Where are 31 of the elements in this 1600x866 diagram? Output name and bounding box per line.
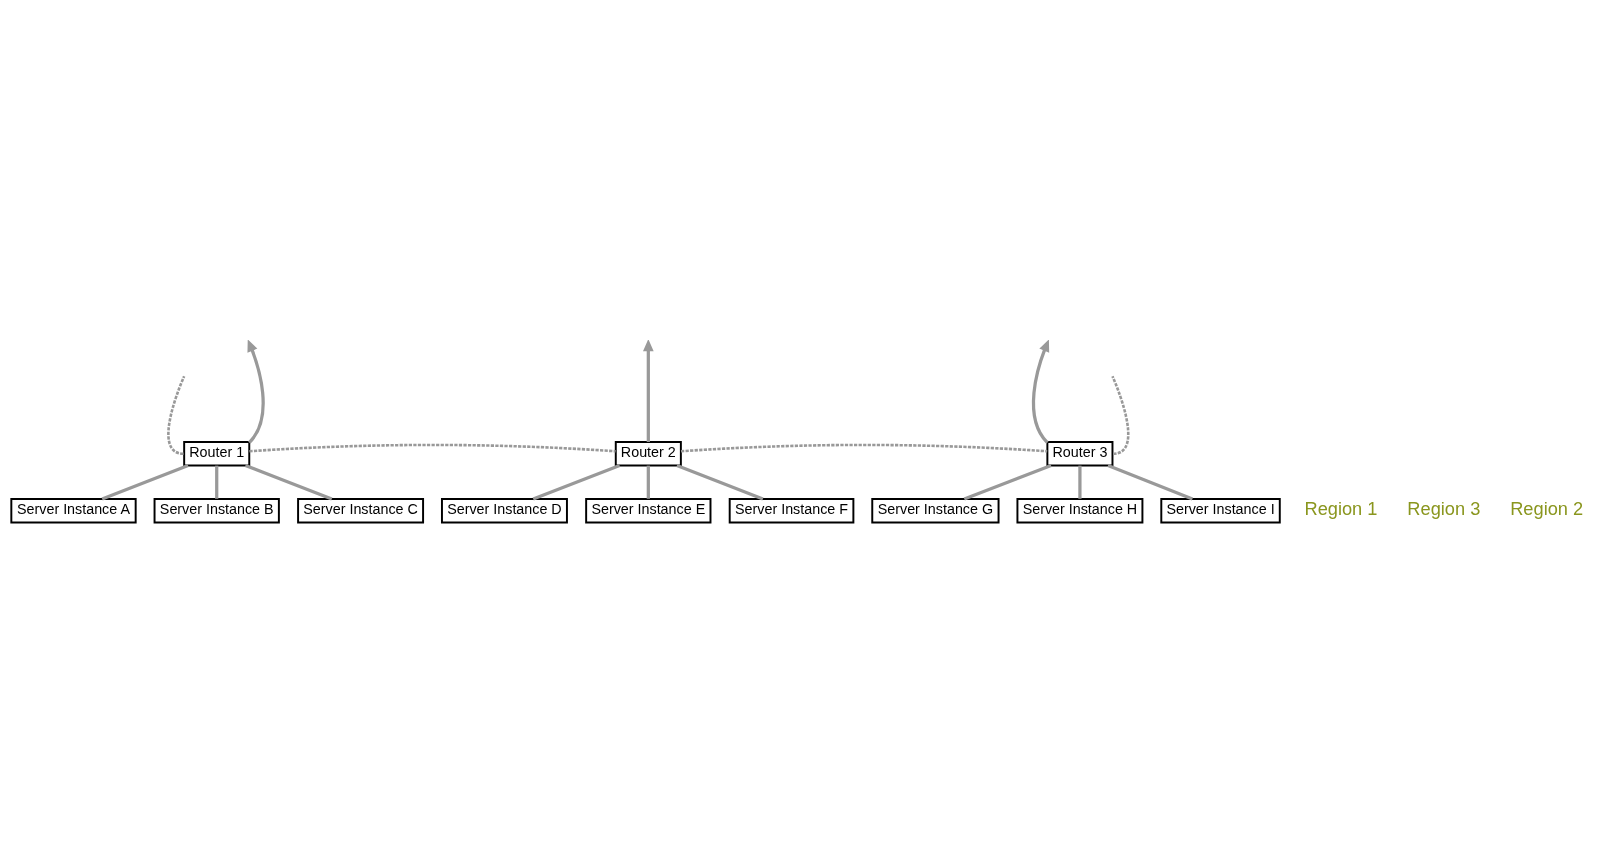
- arrow: [643, 340, 654, 442]
- node-box: Server Instance E: [585, 498, 712, 524]
- connector: [1078, 465, 1082, 499]
- node-box: Router 1: [183, 441, 251, 467]
- node-box: Router 2: [614, 441, 682, 467]
- connector: [680, 443, 1048, 453]
- node-box: Router 3: [1046, 441, 1114, 467]
- connector: [676, 464, 764, 501]
- label: Region 2: [1510, 499, 1584, 520]
- node-box: Server Instance B: [153, 498, 280, 524]
- connector: [167, 375, 186, 455]
- arrow: [247, 340, 265, 444]
- connector: [1111, 375, 1130, 455]
- connector: [963, 464, 1052, 501]
- arrow: [1031, 340, 1050, 444]
- connector: [215, 465, 219, 499]
- node-box: Server Instance C: [297, 498, 425, 524]
- node-box: Server Instance A: [10, 498, 137, 524]
- label: Region 3: [1407, 499, 1481, 520]
- node-box: Server Instance D: [441, 498, 568, 524]
- connector: [1107, 464, 1193, 501]
- node-box: Server Instance G: [871, 498, 1000, 524]
- label: Region 1: [1304, 499, 1378, 520]
- node-box: Server Instance F: [728, 498, 855, 524]
- node-box: Server Instance I: [1160, 498, 1281, 524]
- connector: [532, 464, 621, 501]
- connector: [244, 464, 333, 501]
- connector: [646, 465, 650, 499]
- connector: [101, 464, 189, 501]
- node-box: Server Instance H: [1016, 498, 1144, 524]
- connector: [249, 443, 616, 453]
